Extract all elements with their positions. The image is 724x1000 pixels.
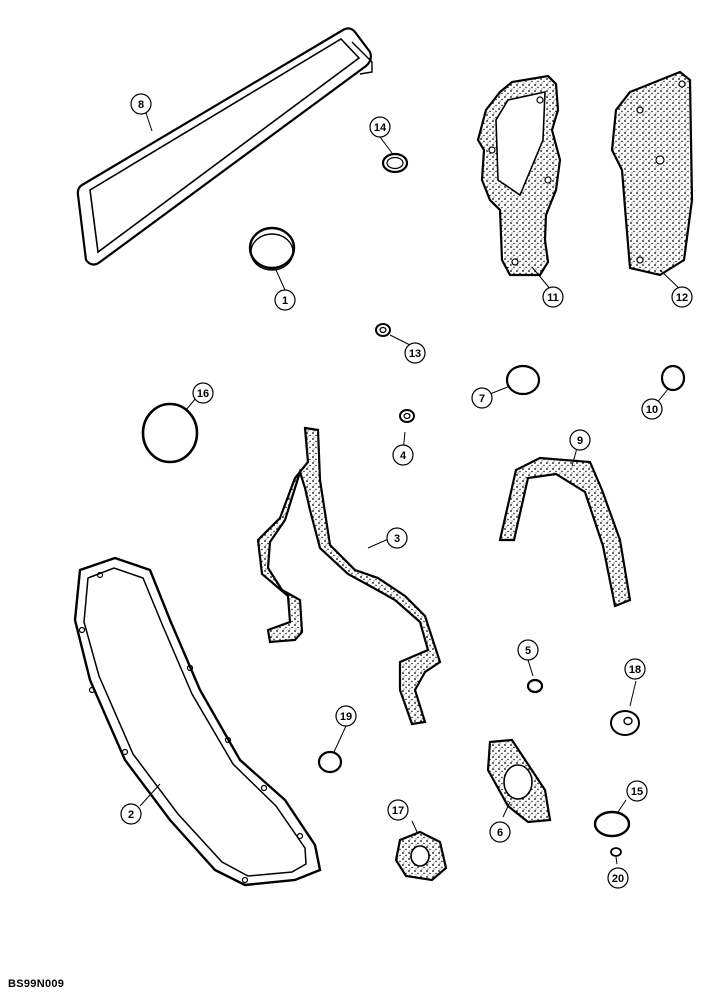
svg-text:12: 12 — [676, 292, 688, 304]
callout-6: 6 — [489, 821, 511, 843]
svg-text:4: 4 — [400, 450, 407, 462]
svg-text:17: 17 — [392, 805, 404, 817]
part-5-washer — [526, 678, 544, 694]
part-3-gasket — [256, 426, 442, 726]
callout-11: 11 — [542, 286, 564, 308]
svg-text:1: 1 — [282, 295, 288, 307]
callout-15: 15 — [626, 780, 648, 802]
callout-8: 8 — [130, 93, 152, 115]
callout-19: 19 — [335, 705, 357, 727]
svg-text:19: 19 — [340, 711, 352, 723]
callout-5: 5 — [517, 639, 539, 661]
part-16-o-ring — [141, 402, 199, 464]
callout-20: 20 — [607, 867, 629, 889]
callout-3: 3 — [386, 527, 408, 549]
svg-text:15: 15 — [631, 786, 643, 798]
callout-13: 13 — [404, 342, 426, 364]
svg-text:14: 14 — [374, 122, 387, 134]
part-20-washer — [610, 847, 622, 857]
part-12-plate-gasket — [610, 70, 694, 277]
callout-9: 9 — [569, 429, 591, 451]
svg-text:10: 10 — [646, 404, 658, 416]
part-4-washer — [399, 409, 415, 423]
callout-4: 4 — [392, 444, 414, 466]
callout-1: 1 — [274, 289, 296, 311]
part-14-seal-ring — [381, 152, 409, 174]
svg-text:16: 16 — [197, 388, 209, 400]
svg-text:7: 7 — [479, 393, 485, 405]
callout-14: 14 — [369, 116, 391, 138]
part-8-gasket — [76, 27, 373, 266]
svg-text:9: 9 — [577, 435, 583, 447]
callout-12: 12 — [671, 286, 693, 308]
figure-code: BS99N009 — [8, 978, 65, 990]
part-15-o-ring — [593, 810, 631, 838]
svg-text:18: 18 — [629, 664, 641, 676]
callout-18: 18 — [624, 658, 646, 680]
svg-text:20: 20 — [612, 873, 624, 885]
part-11-plate-gasket — [476, 74, 562, 277]
svg-text:8: 8 — [138, 99, 144, 111]
part-7-o-ring — [505, 364, 541, 396]
part-6-flange-gasket — [486, 738, 552, 824]
part-9-gasket — [498, 456, 632, 608]
part-18-seal — [610, 710, 640, 736]
part-13-washer — [375, 323, 391, 337]
svg-text:11: 11 — [547, 292, 559, 304]
part-19-o-ring — [317, 750, 343, 774]
part-17-flange-gasket — [394, 830, 448, 882]
callout-16: 16 — [192, 382, 214, 404]
callout-10: 10 — [641, 398, 663, 420]
part-2-gear-cover-gasket — [73, 556, 322, 887]
svg-text:13: 13 — [409, 348, 421, 360]
callout-2: 2 — [120, 803, 142, 825]
callout-17: 17 — [387, 799, 409, 821]
svg-text:3: 3 — [394, 533, 400, 545]
svg-text:5: 5 — [525, 645, 531, 657]
svg-text:6: 6 — [497, 827, 503, 839]
part-10-o-ring — [660, 364, 686, 392]
svg-text:2: 2 — [128, 809, 134, 821]
callout-7: 7 — [471, 387, 493, 409]
part-1-o-ring — [248, 226, 296, 271]
